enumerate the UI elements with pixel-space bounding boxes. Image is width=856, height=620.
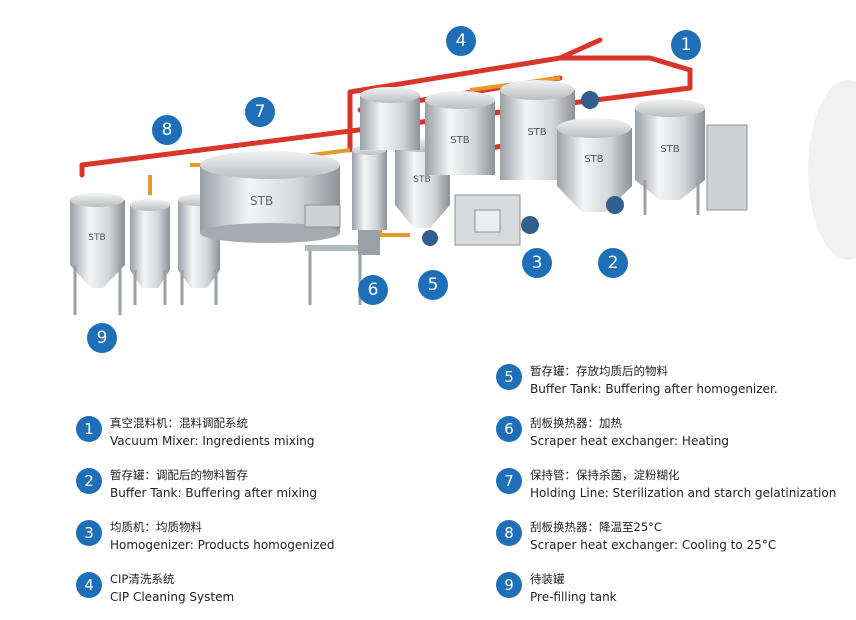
- legend-item-1: 1 真空混料机：混料调配系统 Vacuum Mixer: Ingredients…: [76, 414, 315, 450]
- pre-filling-tanks: STB: [70, 193, 220, 315]
- legend-en: Holding Line: Sterilization and starch g…: [530, 486, 837, 500]
- legend-number: 5: [496, 364, 522, 390]
- homogenizer: [422, 194, 539, 246]
- marker-6: 6: [358, 275, 388, 305]
- tank-logo: STB: [450, 135, 469, 146]
- legend-number: 4: [76, 572, 102, 598]
- legend-zh: CIP清洗系统: [110, 572, 175, 586]
- tank-logo: STB: [413, 175, 430, 185]
- tank-logo: STB: [584, 154, 603, 165]
- vacuum-mixer: STB: [581, 91, 748, 215]
- legend-item-7: 7 保持管：保持杀菌，淀粉糊化 Holding Line: Sterilizat…: [496, 466, 836, 502]
- legend-number: 1: [76, 416, 102, 442]
- cip-tanks: STB STB: [360, 80, 575, 180]
- legend-zh: 保持管：保持杀菌，淀粉糊化: [530, 468, 680, 482]
- marker-label: 5: [427, 275, 439, 295]
- tank-logo: STB: [88, 233, 105, 243]
- marker-label: 4: [455, 31, 467, 51]
- legend-item-9: 9 待装罐 Pre-filling tank: [496, 570, 617, 606]
- legend-number: 9: [496, 572, 522, 598]
- marker-4: 4: [446, 26, 476, 56]
- marker-label: 2: [607, 253, 619, 273]
- marker-label: 8: [161, 120, 173, 140]
- legend-item-4: 4 CIP清洗系统 CIP Cleaning System: [76, 570, 234, 606]
- marker-9: 9: [87, 323, 117, 353]
- legend-zh: 暂存罐：调配后的物料暂存: [110, 468, 248, 482]
- legend-number: 6: [496, 416, 522, 442]
- process-line-illustration: STB STB: [70, 37, 856, 315]
- legend-item-8: 8 刮板换热器：降温至25°C Scraper heat exchanger: …: [496, 518, 776, 554]
- legend-zh: 待装罐: [530, 572, 565, 586]
- legend-zh: 暂存罐：存放均质后的物料: [530, 364, 668, 378]
- legend-en: Vacuum Mixer: Ingredients mixing: [110, 434, 315, 448]
- legend-item-2: 2 暂存罐：调配后的物料暂存 Buffer Tank: Buffering af…: [76, 466, 317, 502]
- legend-item-5: 5 暂存罐：存放均质后的物料 Buffer Tank: Buffering af…: [496, 362, 778, 398]
- scraper-heat-exchanger: [304, 145, 387, 305]
- buffer-tank-after-mixing: STB: [557, 118, 632, 214]
- marker-label: 7: [254, 102, 266, 122]
- background-swoosh: [808, 80, 856, 260]
- legend-number: 8: [496, 520, 522, 546]
- marker-label: 6: [367, 280, 379, 300]
- legend-en: Scraper heat exchanger: Cooling to 25°C: [530, 538, 777, 552]
- legend-en: CIP Cleaning System: [110, 590, 235, 604]
- marker-label: 9: [96, 328, 108, 348]
- marker-label: 3: [531, 253, 543, 273]
- legend-zh: 刮板换热器：加热: [530, 416, 622, 430]
- legend-item-3: 3 均质机：均质物料 Homogenizer: Products homogen…: [76, 518, 334, 554]
- legend-zh: 真空混料机：混料调配系统: [110, 416, 248, 430]
- marker-1: 1: [671, 30, 701, 60]
- legend-item-6: 6 刮板换热器：加热 Scraper heat exchanger: Heati…: [496, 414, 729, 450]
- tank-logo: STB: [527, 127, 546, 138]
- legend-en: Homogenizer: Products homogenized: [110, 538, 335, 552]
- legend-zh: 均质机：均质物料: [110, 520, 202, 534]
- legend-en: Scraper heat exchanger: Heating: [530, 434, 729, 448]
- tank-logo: STB: [660, 144, 679, 155]
- legend-en: Buffer Tank: Buffering after mixing: [110, 486, 318, 500]
- marker-label: 1: [680, 35, 692, 55]
- marker-3: 3: [522, 248, 552, 278]
- legend-number: 3: [76, 520, 102, 546]
- marker-5: 5: [418, 270, 448, 300]
- marker-7: 7: [245, 97, 275, 127]
- legend-number: 2: [76, 468, 102, 494]
- legend-number: 7: [496, 468, 522, 494]
- legend-en: Pre-filling tank: [530, 590, 617, 604]
- tank-logo: STB: [250, 194, 273, 208]
- legend-en: Buffer Tank: Buffering after homogenizer…: [530, 382, 778, 396]
- holding-tank: STB: [200, 151, 340, 243]
- marker-2: 2: [598, 248, 628, 278]
- marker-8: 8: [152, 115, 182, 145]
- legend-zh: 刮板换热器：降温至25°C: [530, 520, 662, 534]
